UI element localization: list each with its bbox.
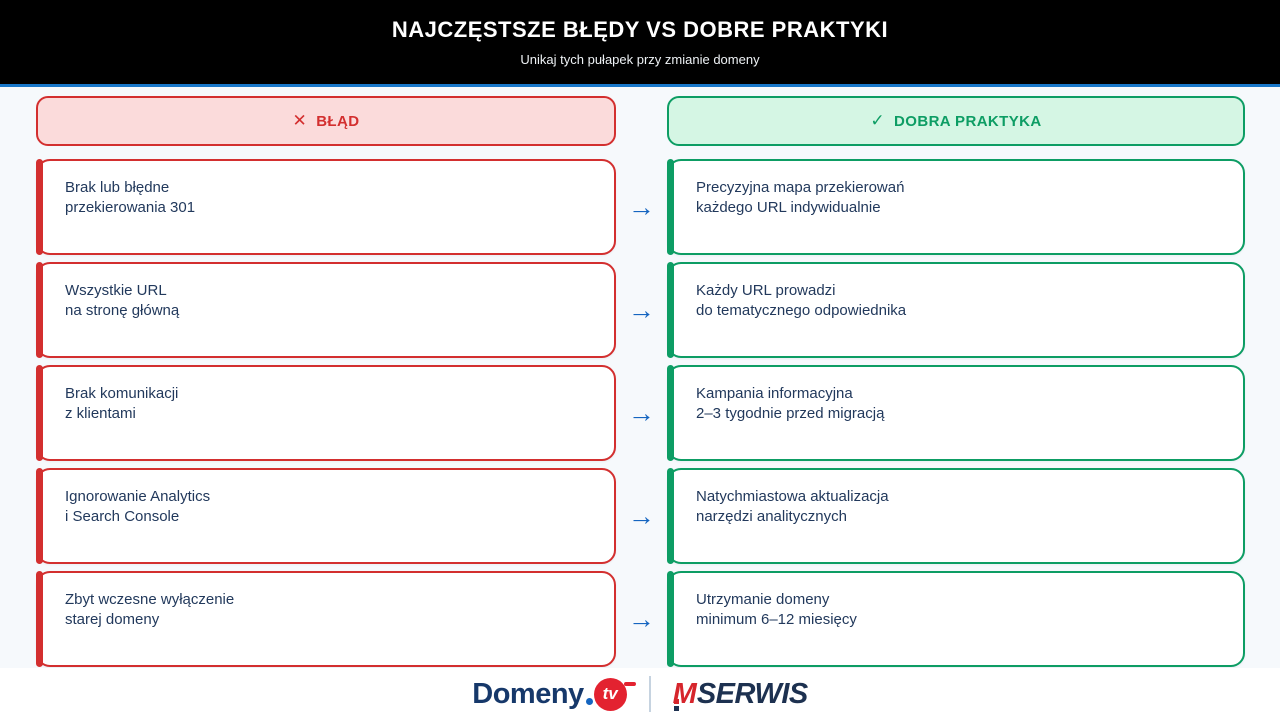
error-card: Wszystkie URL na stronę główną [36,262,616,358]
mserwis-logo-m: M [672,677,697,711]
arrow-right-icon: → [628,603,655,634]
error-column-label: BŁĄD [316,112,360,130]
good-card: Precyzyjna mapa przekierowań każdego URL… [667,159,1245,255]
domeny-tld-text: tv [602,684,618,703]
good-card-text: Utrzymanie domeny minimum 6–12 miesięcy [696,591,857,628]
comparison-row-5: Zbyt wczesne wyłączenie starej domeny → … [36,571,1245,667]
footer: Domeny tv M SERWIS [0,668,1280,720]
good-card: Każdy URL prowadzi do tematycznego odpow… [667,262,1245,358]
red-accent-bar [36,365,43,461]
good-card-text: Precyzyjna mapa przekierowań każdego URL… [696,179,905,216]
page-subtitle: Unikaj tych pułapek przy zmianie domeny [520,52,760,67]
red-accent-bar [36,571,43,667]
error-card-text: Brak lub błędne przekierowania 301 [65,179,196,216]
green-accent-bar [667,262,674,358]
arrow-right-icon: → [628,397,655,428]
good-card-text: Każdy URL prowadzi do tematycznego odpow… [696,282,907,319]
error-card: Ignorowanie Analytics i Search Console [36,468,616,564]
check-icon: ✓ [870,111,886,130]
domeny-tv-logo: Domeny tv [472,677,636,711]
comparison-row-4: Ignorowanie Analytics i Search Console →… [36,468,1245,564]
mserwis-logo-text: SERWIS [696,677,808,710]
good-card-text: Natychmiastowa aktualizacja narzędzi ana… [696,488,889,525]
good-card-text: Kampania informacyjna 2–3 tygodnie przed… [696,385,885,422]
error-card-text: Brak komunikacji z klientami [65,385,179,422]
error-card: Brak komunikacji z klientami [36,365,616,461]
page-title: NAJCZĘSTSZE BŁĘDY VS DOBRE PRAKTYKI [391,17,889,42]
comparison-area: ✕ BŁĄD ✓ DOBRA PRAKTYKA Brak lub błędne … [0,87,1280,667]
mserwis-logo: M SERWIS [673,678,808,711]
page-header: NAJCZĘSTSZE BŁĘDY VS DOBRE PRAKTYKI Unik… [0,0,1280,87]
green-accent-bar [667,571,674,667]
x-icon: ✕ [292,111,308,130]
footer-logo-divider [648,676,651,712]
error-card: Brak lub błędne przekierowania 301 [36,159,616,255]
mserwis-pixel-red [673,698,679,704]
green-accent-bar [667,468,674,564]
red-accent-bar [36,159,43,255]
error-column-header: ✕ BŁĄD [36,96,616,146]
arrow-right-icon: → [628,191,655,222]
green-accent-bar [667,159,674,255]
good-column-label: DOBRA PRAKTYKA [894,112,1042,130]
arrow-column-spacer [616,96,667,146]
domeny-logo-dot [585,697,593,705]
domeny-tv-circle: tv [593,677,636,711]
column-headers-row: ✕ BŁĄD ✓ DOBRA PRAKTYKA [36,96,1245,146]
good-column-header: ✓ DOBRA PRAKTYKA [667,96,1245,146]
green-accent-bar [667,365,674,461]
red-accent-bar [36,262,43,358]
error-card: Zbyt wczesne wyłączenie starej domeny [36,571,616,667]
error-card-text: Wszystkie URL na stronę główną [65,282,180,319]
comparison-row-3: Brak komunikacji z klientami → Kampania … [36,365,1245,461]
mserwis-pixel-blue [673,705,679,711]
error-card-text: Zbyt wczesne wyłączenie starej domeny [65,591,235,628]
arrow-right-icon: → [628,500,655,531]
domeny-logo-dash [623,681,636,686]
comparison-row-2: Wszystkie URL na stronę główną → Każdy U… [36,262,1245,358]
comparison-row-1: Brak lub błędne przekierowania 301 → Pre… [36,159,1245,255]
arrow-right-icon: → [628,294,655,325]
good-card: Utrzymanie domeny minimum 6–12 miesięcy [667,571,1245,667]
red-accent-bar [36,468,43,564]
error-card-text: Ignorowanie Analytics i Search Console [65,488,211,525]
good-card: Natychmiastowa aktualizacja narzędzi ana… [667,468,1245,564]
good-card: Kampania informacyjna 2–3 tygodnie przed… [667,365,1245,461]
domeny-logo-text: Domeny [472,677,584,710]
